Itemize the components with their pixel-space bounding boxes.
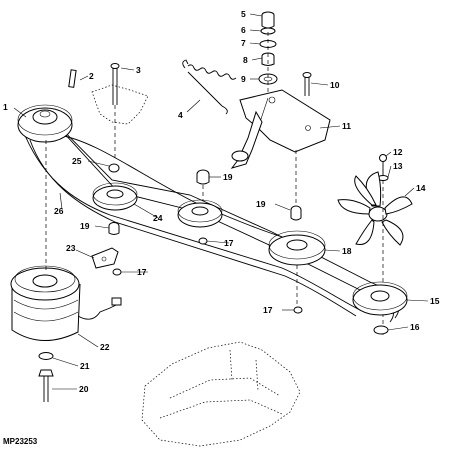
callout-17-right: 17 xyxy=(263,305,273,315)
leader-lines xyxy=(13,13,429,390)
washer-16 xyxy=(373,325,389,335)
callout-19-center: 19 xyxy=(223,172,233,182)
callout-17-bracket: 17 xyxy=(137,267,147,277)
callout-24: 24 xyxy=(153,213,163,223)
callout-12: 12 xyxy=(393,147,403,157)
bracket-23 xyxy=(91,247,119,269)
callout-21: 21 xyxy=(80,361,90,371)
bolt-20 xyxy=(38,369,54,402)
bushing-5 xyxy=(261,11,275,29)
callout-16: 16 xyxy=(410,322,420,332)
idler-pulley-center xyxy=(177,199,223,228)
callout-23: 23 xyxy=(66,243,76,253)
pin-2 xyxy=(68,69,77,88)
callout-10: 10 xyxy=(330,80,340,90)
callout-9: 9 xyxy=(241,74,246,84)
drive-pulley-1 xyxy=(17,104,73,143)
callout-14: 14 xyxy=(416,183,426,193)
bushing-19-center xyxy=(196,169,210,185)
drawing-code: MP23253 xyxy=(3,437,38,446)
callout-7: 7 xyxy=(241,38,246,48)
pto-clutch-22 xyxy=(10,265,122,341)
pulley-15 xyxy=(352,281,408,316)
callout-labels: 1 2 3 4 5 6 7 8 9 10 11 12 13 14 15 16 1… xyxy=(3,9,440,394)
idler-pulley-25 xyxy=(108,163,120,173)
pulley-18 xyxy=(268,230,326,266)
callout-15: 15 xyxy=(430,296,440,306)
callout-22: 22 xyxy=(100,342,110,352)
washer-21 xyxy=(38,352,54,360)
drive-belt-26 xyxy=(21,127,361,317)
engine-outline xyxy=(141,341,301,447)
callout-8: 8 xyxy=(243,55,248,65)
idler-arm-11 xyxy=(230,89,331,169)
nut-17-center xyxy=(198,237,208,245)
callout-2: 2 xyxy=(89,71,94,81)
callout-18: 18 xyxy=(342,246,352,256)
callout-4: 4 xyxy=(178,110,183,120)
nut-17-bracket xyxy=(112,268,122,276)
fan-14 xyxy=(337,171,413,246)
callout-17-center: 17 xyxy=(224,238,234,248)
callout-19-right: 19 xyxy=(256,199,266,209)
deck-mount-plate xyxy=(91,84,149,125)
bolt-10 xyxy=(302,72,312,96)
bolt-12 xyxy=(379,154,387,175)
callout-11: 11 xyxy=(342,121,351,131)
callout-3: 3 xyxy=(136,65,141,75)
callout-20: 20 xyxy=(79,384,89,394)
callout-25: 25 xyxy=(72,156,82,166)
callout-13: 13 xyxy=(393,161,403,171)
bolt-3 xyxy=(110,63,120,105)
bushing-19-left xyxy=(108,222,120,235)
callout-1: 1 xyxy=(3,102,8,112)
bushing-19-right xyxy=(290,205,302,221)
callout-6: 6 xyxy=(241,25,246,35)
idler-pulley-left xyxy=(92,182,138,211)
spring-4 xyxy=(182,59,237,115)
callout-5: 5 xyxy=(241,9,246,19)
callout-19-left: 19 xyxy=(80,221,90,231)
nut-17-right xyxy=(293,306,303,314)
callout-26: 26 xyxy=(54,206,64,216)
